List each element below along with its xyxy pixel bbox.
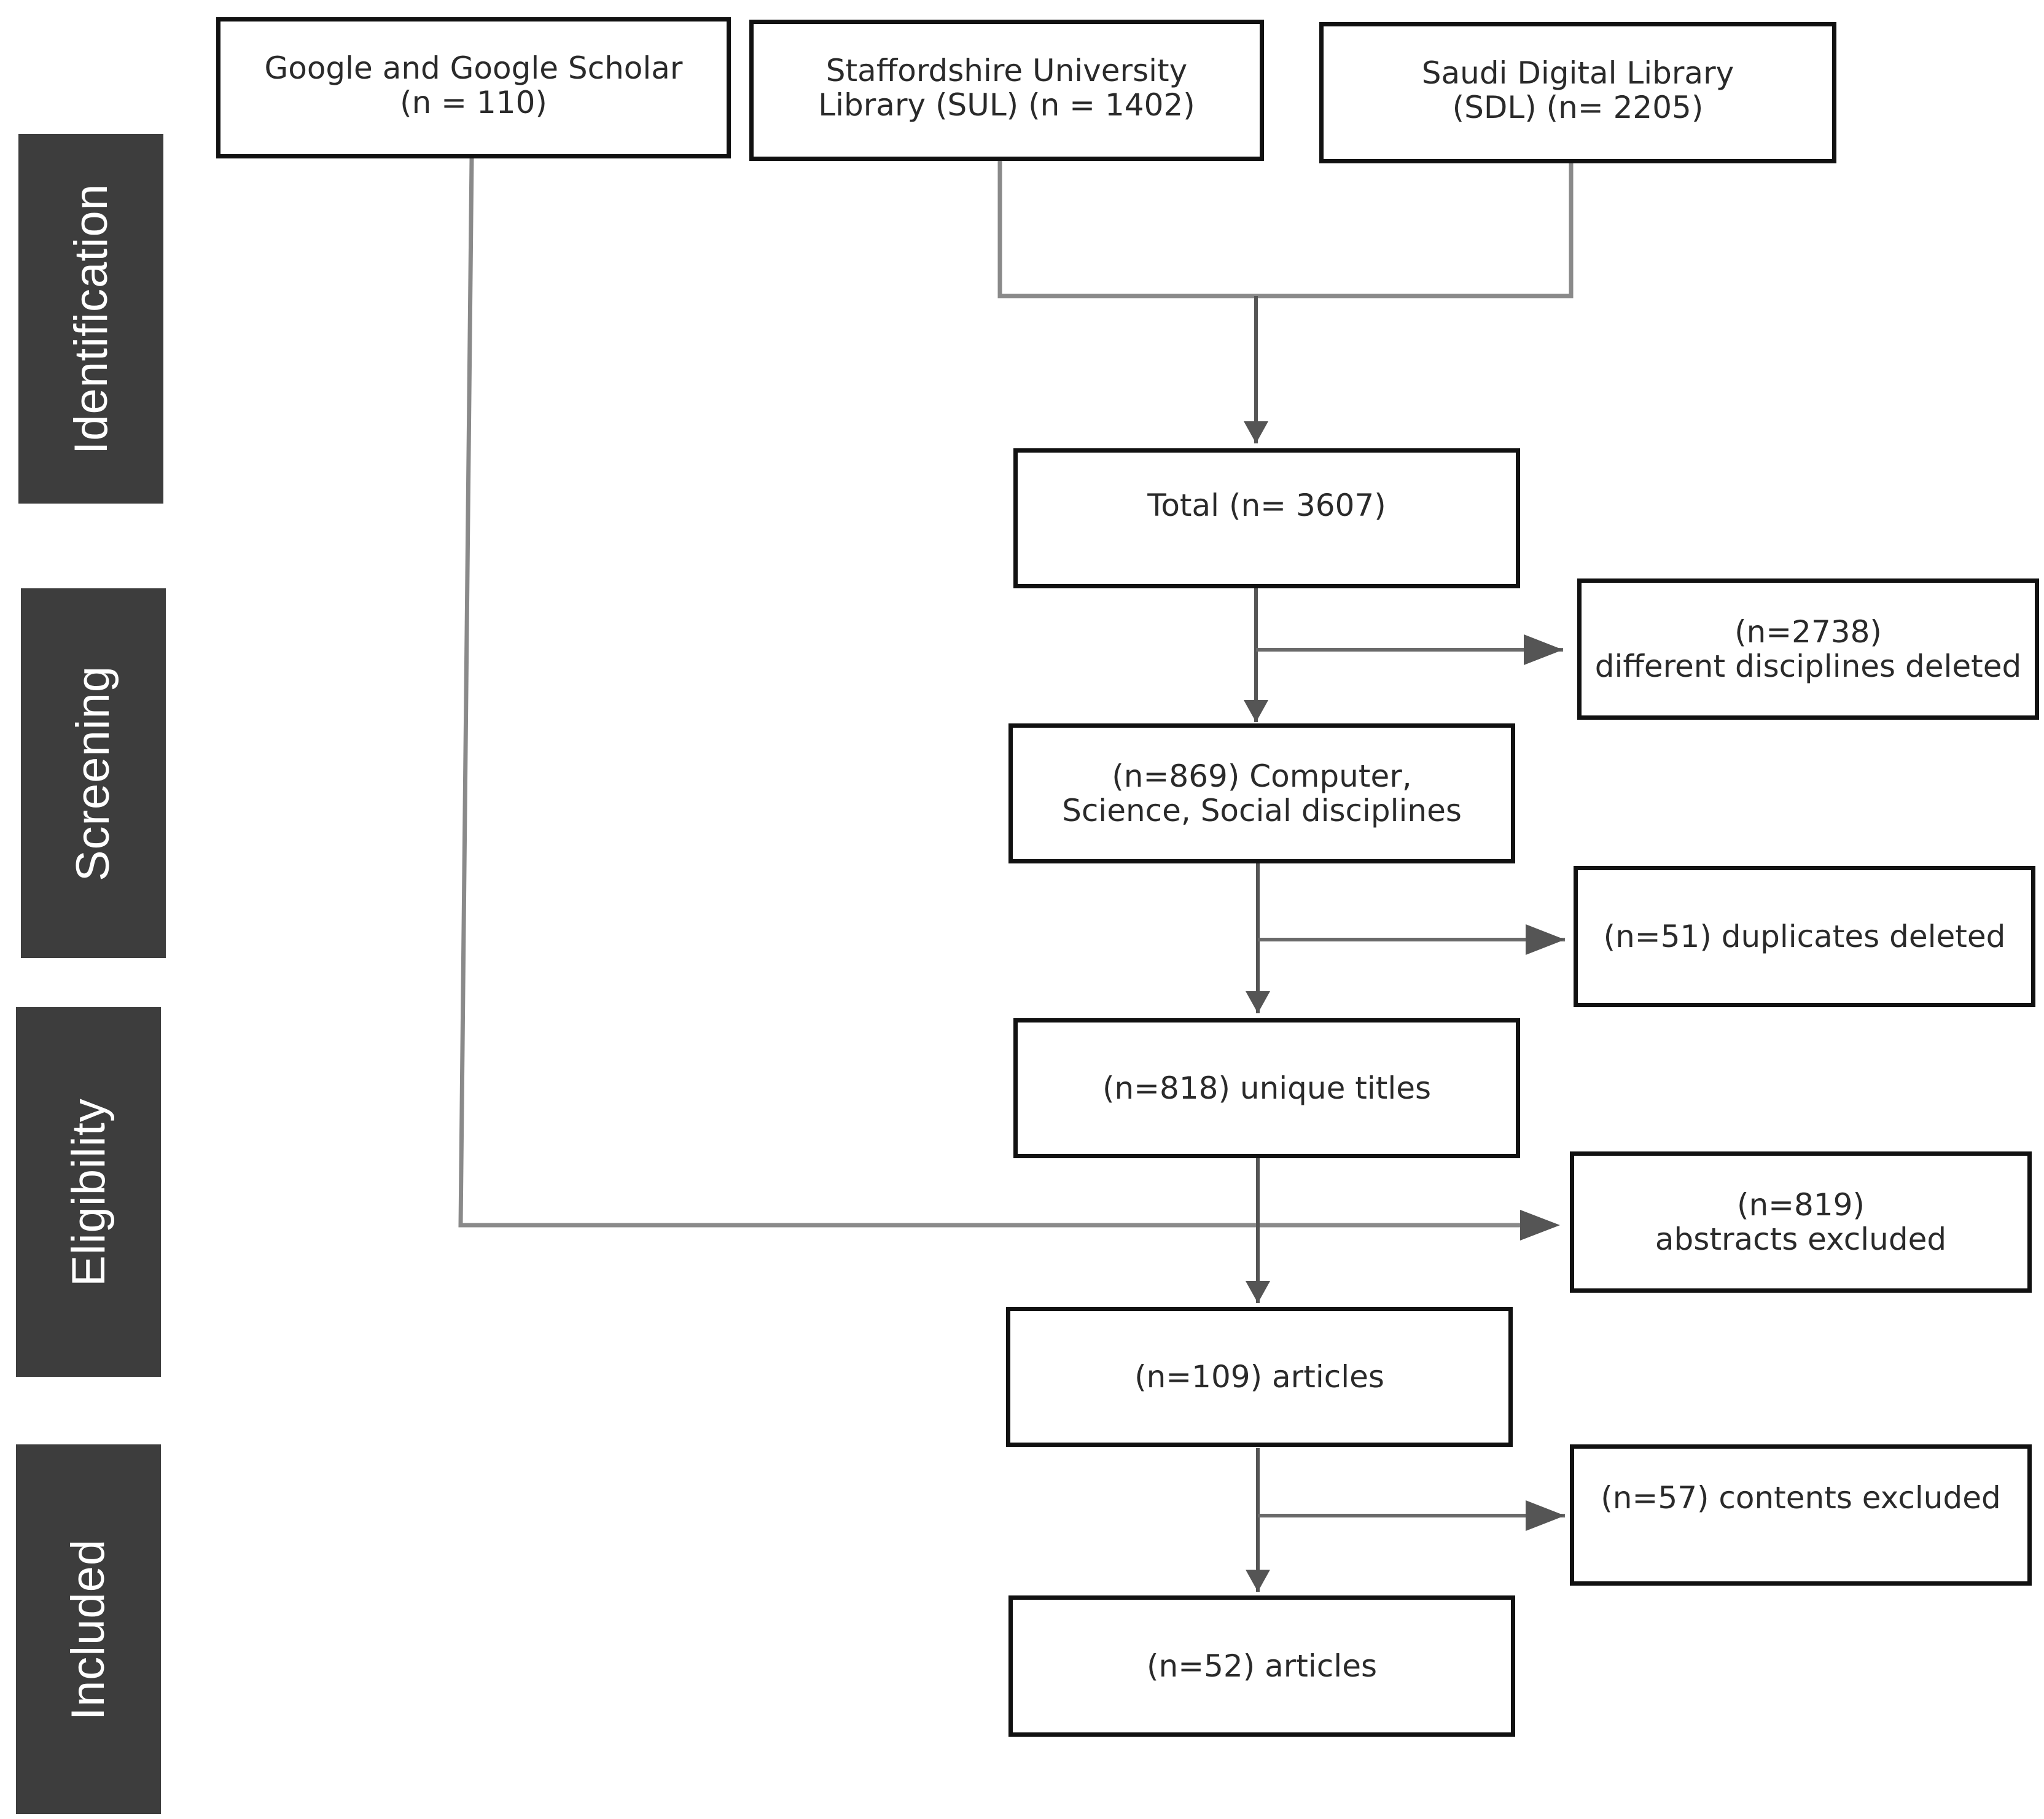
disciplines-line-1: (n=869) Computer, bbox=[1112, 758, 1412, 794]
excluded-abstracts-box: (n=819) abstracts excluded bbox=[1570, 1151, 2032, 1293]
articles-52-label: (n=52) articles bbox=[1147, 1648, 1377, 1684]
source-google-name: Google and Google Scholar bbox=[264, 50, 683, 86]
excluded-duplicates-box: (n=51) duplicates deleted bbox=[1574, 866, 2035, 1007]
unique-titles-label: (n=818) unique titles bbox=[1102, 1070, 1432, 1106]
source-sdl-count: (SDL) (n= 2205) bbox=[1452, 90, 1704, 125]
phase-eligibility: Eligibility bbox=[16, 1007, 161, 1377]
source-sul-count: Library (SUL) (n = 1402) bbox=[818, 87, 1195, 123]
phase-eligibility-label: Eligibility bbox=[62, 1097, 115, 1287]
excluded-disciplines-box: (n=2738) different disciplines deleted bbox=[1577, 578, 2039, 720]
source-sul-box: Staffordshire University Library (SUL) (… bbox=[749, 20, 1264, 161]
source-google-count: (n = 110) bbox=[400, 85, 547, 120]
phase-screening: Screening bbox=[21, 588, 166, 958]
phase-included: Included bbox=[16, 1444, 161, 1814]
disciplines-line-2: Science, Social disciplines bbox=[1062, 793, 1462, 828]
excluded-duplicates-label: (n=51) duplicates deleted bbox=[1603, 919, 2006, 954]
total-label: Total (n= 3607) bbox=[1147, 488, 1386, 523]
articles-52-box: (n=52) articles bbox=[1008, 1595, 1515, 1737]
excluded-contents-box: (n=57) contents excluded bbox=[1570, 1444, 2032, 1586]
source-google-box: Google and Google Scholar (n = 110) bbox=[216, 17, 731, 158]
excluded-contents-label: (n=57) contents excluded bbox=[1601, 1480, 2001, 1516]
phase-identification: Identification bbox=[18, 134, 163, 504]
source-sdl-name: Saudi Digital Library bbox=[1421, 55, 1734, 91]
articles-109-box: (n=109) articles bbox=[1006, 1307, 1513, 1447]
sul-sdl-merge-connector bbox=[997, 158, 1574, 298]
disciplines-box: (n=869) Computer, Science, Social discip… bbox=[1008, 723, 1515, 863]
source-sul-name: Staffordshire University bbox=[825, 53, 1188, 88]
phase-screening-label: Screening bbox=[67, 665, 120, 881]
google-arrowhead bbox=[1520, 1210, 1560, 1241]
phase-identification-label: Identification bbox=[64, 183, 117, 454]
google-connector bbox=[458, 158, 1520, 1228]
excluded-abstracts-reason: abstracts excluded bbox=[1655, 1221, 1947, 1257]
source-sdl-box: Saudi Digital Library (SDL) (n= 2205) bbox=[1319, 22, 1836, 163]
excluded-abstracts-count: (n=819) bbox=[1736, 1187, 1865, 1223]
articles-109-label: (n=109) articles bbox=[1134, 1359, 1384, 1395]
excluded-disciplines-reason: different disciplines deleted bbox=[1594, 649, 2022, 684]
unique-titles-box: (n=818) unique titles bbox=[1013, 1018, 1520, 1158]
phase-included-label: Included bbox=[62, 1538, 115, 1720]
excluded-disciplines-count: (n=2738) bbox=[1734, 614, 1882, 650]
total-box: Total (n= 3607) bbox=[1013, 448, 1520, 588]
